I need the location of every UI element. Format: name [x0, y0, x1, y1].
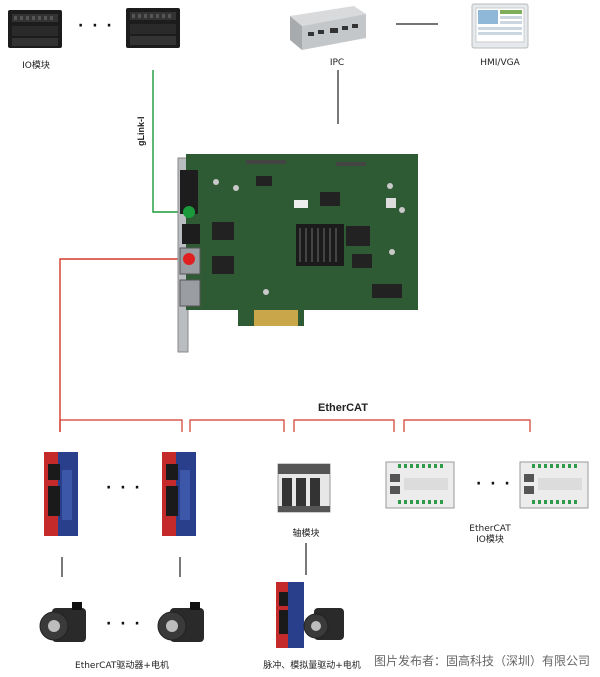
drive-motor-label: EtherCAT驱动器+电机 — [75, 661, 169, 671]
axis-module-image — [277, 463, 331, 513]
ethercat-drive-image-2 — [162, 452, 196, 536]
servo-motor-image-2 — [157, 602, 204, 642]
ethercat-drive-image-1 — [44, 452, 78, 536]
servo-motor-image-1 — [39, 602, 86, 642]
ipc-label: IPC — [329, 58, 345, 68]
io-module-image-2 — [126, 8, 180, 48]
ethercat-port-indicator — [183, 253, 195, 265]
ethercat-io-module-image-2 — [519, 461, 589, 509]
io-module-image-1 — [8, 10, 62, 48]
motion-card-image — [177, 154, 418, 353]
glink-port-indicator — [183, 206, 195, 218]
pulse-drive-image — [276, 582, 304, 648]
axis-module-label: 轴模块 — [292, 529, 320, 539]
ethercat-io-module-label: EtherCAT IO模块 — [460, 524, 520, 546]
ethercat-title: EtherCAT — [318, 402, 368, 414]
hmi-image — [471, 3, 529, 49]
io-module-label: IO模块 — [22, 61, 50, 71]
glink-label: gLink-I — [136, 116, 146, 147]
watermark-text: 图片发布者：固高科技（深圳）有限公司 — [373, 654, 590, 668]
pulse-motor-image — [303, 608, 344, 640]
ethercat-io-label-line2: IO模块 — [476, 535, 504, 545]
hmi-label: HMI/VGA — [480, 58, 520, 68]
pulse-drive-label: 脉冲、模拟量驱动+电机 — [263, 661, 361, 671]
ethercat-line — [59, 258, 188, 432]
motor-ellipsis: · · · — [106, 616, 142, 632]
ethercat-io-module-image-1 — [385, 461, 455, 509]
io-ellipsis-top: · · · — [78, 18, 114, 34]
glink-line — [152, 70, 186, 213]
drive-ellipsis: · · · — [106, 480, 142, 496]
ipc-image — [290, 6, 366, 50]
io-ellipsis-ethercat: · · · — [476, 476, 512, 492]
ethercat-io-label-line1: EtherCAT — [469, 524, 511, 534]
